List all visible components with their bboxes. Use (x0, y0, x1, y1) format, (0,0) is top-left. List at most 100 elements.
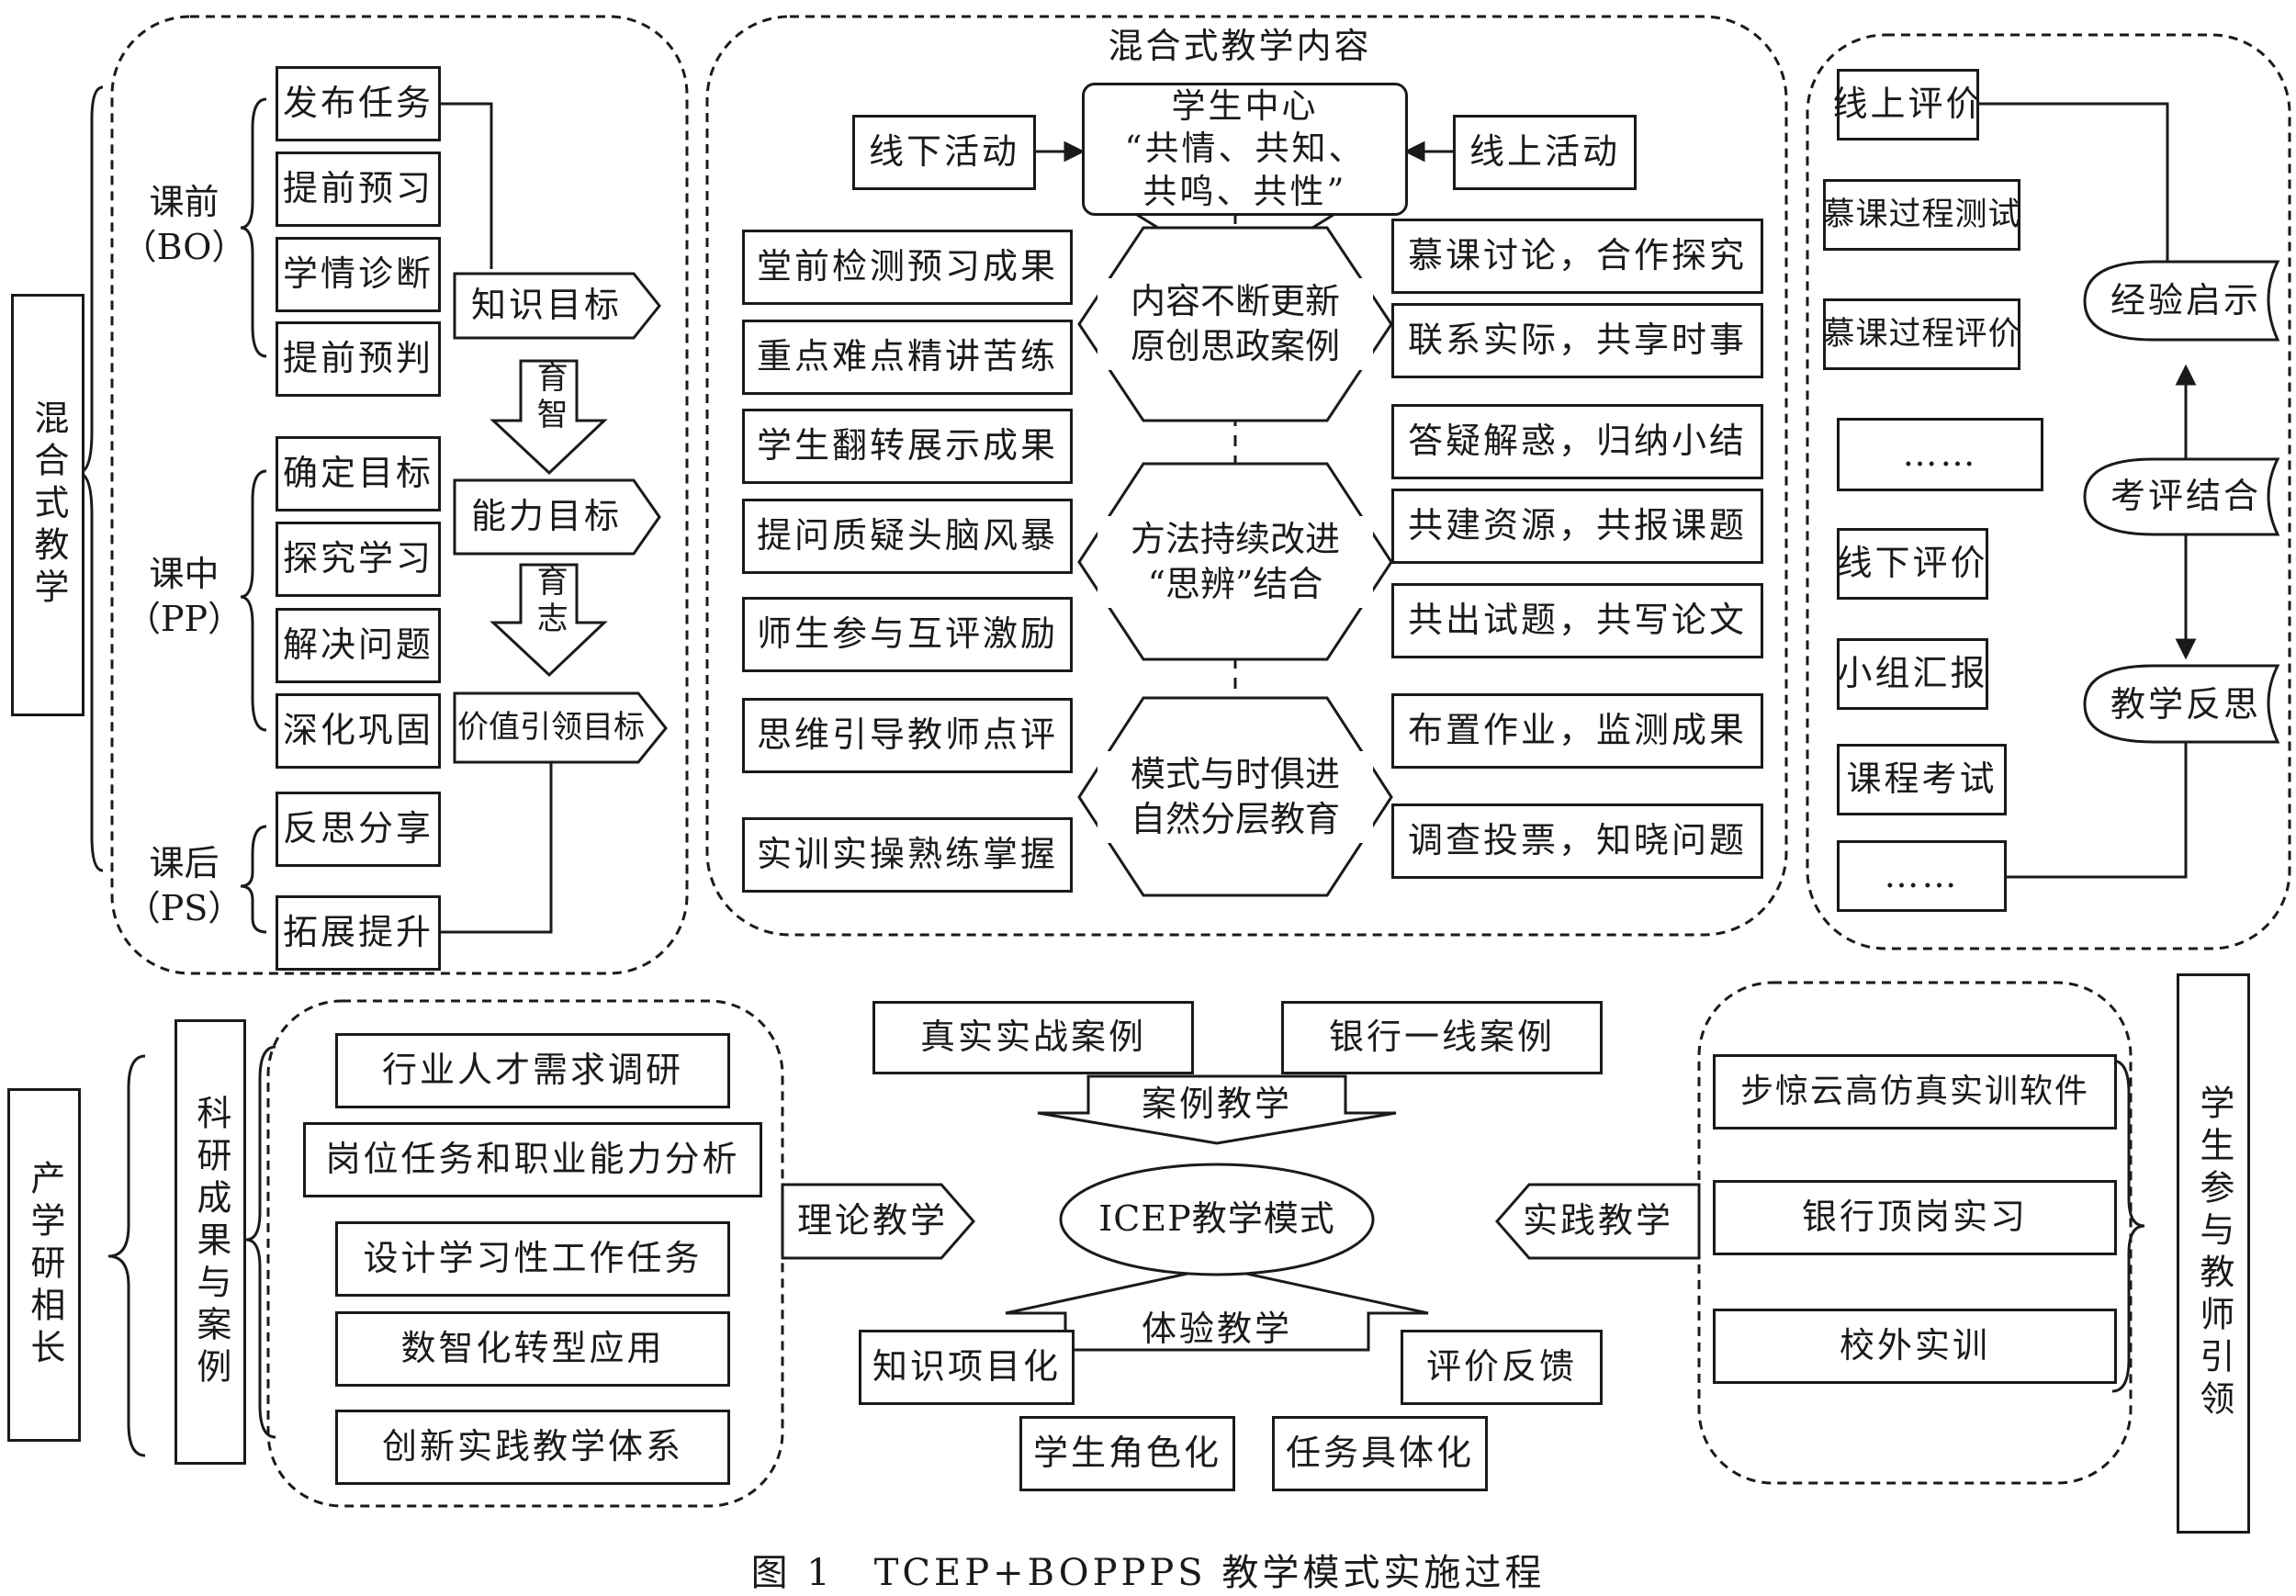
goal-knowledge: 知识目标 (470, 285, 622, 325)
research-side-label: 科研成果与案例 (174, 1019, 246, 1465)
theory-arrow (781, 1183, 975, 1260)
eval-mooc-eval: 慕课过程评价 (1823, 298, 2020, 370)
left-item-7: 实训实操熟练掌握 (742, 817, 1073, 893)
eval-mooc-test: 慕课过程测试 (1823, 179, 2020, 251)
case-bank: 银行一线案例 (1281, 1001, 1603, 1074)
exp-item-feedback: 评价反馈 (1401, 1330, 1603, 1405)
industry-side-label: 产学研相长 (7, 1088, 81, 1442)
pre-item-preview: 提前预习 (276, 152, 441, 227)
arrow1-line2: 原创思政案例 (1130, 326, 1340, 366)
down-arrow-1 (490, 359, 608, 476)
content-group-border (705, 15, 1788, 937)
right-item-4: 共建资源，共报课题 (1391, 489, 1763, 564)
left-item-4: 提问质疑头脑风暴 (742, 499, 1073, 574)
icep-core: ICEP教学模式 (1098, 1198, 1335, 1239)
right-item-5: 共出试题，共写论文 (1391, 583, 1763, 658)
right-item-3: 答疑解惑，归纳小结 (1391, 404, 1763, 479)
eval-group-report: 小组汇报 (1837, 638, 1988, 710)
eval-ellipsis-2: …… (1837, 840, 2007, 912)
left-item-5: 师生参与互评激励 (742, 597, 1073, 672)
down-arrow-2 (490, 563, 608, 678)
line-extend-to-value (439, 762, 553, 934)
in-label-line2: （PP） (125, 599, 243, 639)
industry-item-1: 行业人才需求调研 (335, 1033, 730, 1108)
post-label: 课后 （PS） (125, 836, 243, 937)
in-item-consolidate: 深化巩固 (276, 693, 441, 769)
right-item-6: 布置作业，监测成果 (1391, 693, 1763, 769)
exp-teaching: 体验教学 (1141, 1309, 1292, 1349)
industry-brace (107, 1054, 146, 1457)
practice-teaching: 实践教学 (1522, 1200, 1673, 1241)
post-brace (240, 825, 267, 934)
industry-item-2: 岗位任务和职业能力分析 (303, 1122, 762, 1197)
line-online-eval (1979, 102, 2169, 262)
value-arrow (453, 691, 668, 764)
figure-caption: 图 1 TCEP+BOPPPS 教学模式实施过程 (750, 1552, 1546, 1594)
arrow1-line1: 内容不断更新 (1130, 280, 1340, 321)
case-real: 真实实战案例 (872, 1001, 1194, 1074)
industry-item-5: 创新实践教学体系 (335, 1410, 730, 1485)
practice-brace (2111, 1059, 2145, 1393)
content-title: 混合式教学内容 (1097, 26, 1382, 68)
left-item-3: 学生翻转展示成果 (742, 409, 1073, 484)
icep-ellipse (1059, 1163, 1375, 1276)
pre-brace (240, 97, 267, 358)
eval-group-border (1806, 33, 2291, 950)
practice-item-offsite: 校外实训 (1713, 1309, 2117, 1384)
pre-label-line1: 课前 (149, 181, 219, 222)
pre-label: 课前 （BO） (122, 174, 247, 275)
practice-side-label: 学生参与教师引领 (2177, 973, 2250, 1534)
blended-group-border (110, 15, 689, 975)
right-item-7: 调查投票，知晓问题 (1391, 804, 1763, 879)
eval-reflect: 教学反思 (2110, 684, 2261, 725)
goal-yuzhi2-text: 育志 (531, 565, 568, 638)
industry-item-4: 数智化转型应用 (335, 1311, 730, 1387)
pre-item-diagnosis: 学情诊断 (276, 237, 441, 312)
student-center-box: 学生中心 “共情、共知、 共鸣、共性” (1082, 83, 1408, 216)
exp-item-role: 学生角色化 (1019, 1416, 1235, 1491)
line-publish-to-knowledge (439, 102, 493, 269)
reflect-shape (2083, 664, 2280, 744)
left-item-6: 思维引导教师点评 (742, 698, 1073, 773)
left-item-2: 重点难点精讲苦练 (742, 320, 1073, 395)
student-center-line3: 共鸣、共性” (1142, 171, 1347, 211)
student-center-line1: 学生中心 (1171, 86, 1319, 127)
research-brace (245, 1045, 276, 1439)
online-activity: 线上活动 (1453, 115, 1637, 190)
eval-experience: 经验启示 (2110, 280, 2261, 320)
goal-yuzhi-text: 育智 (531, 361, 568, 434)
eval-combine: 考评结合 (2110, 476, 2261, 516)
theory-teaching: 理论教学 (796, 1200, 948, 1241)
practice-item-software: 步惊云高仿真实训软件 (1713, 1054, 2117, 1130)
post-label-line1: 课后 (149, 842, 219, 883)
eval-offline: 线下评价 (1837, 528, 1988, 600)
case-arrow (1037, 1074, 1397, 1145)
pre-item-predict: 提前预判 (276, 321, 441, 397)
experience-shape (2083, 260, 2280, 342)
exp-item-project: 知识项目化 (859, 1330, 1075, 1405)
exp-item-task: 任务具体化 (1272, 1416, 1488, 1491)
arrow1-text: 内容不断更新 原创思政案例 (1097, 278, 1373, 370)
combine-shape (2083, 457, 2280, 536)
in-item-explore: 探究学习 (276, 522, 441, 597)
blended-side-label: 混合式教学 (11, 294, 84, 716)
case-teaching: 案例教学 (1141, 1084, 1292, 1124)
arrow3-line2: 自然分层教育 (1130, 799, 1340, 839)
in-label: 课中 （PP） (125, 546, 243, 647)
line-offline-eval (1979, 735, 2188, 879)
student-center-line2: “共情、共知、 (1124, 129, 1366, 169)
post-item-extend: 拓展提升 (276, 895, 441, 971)
arrow3-text: 模式与时俱进 自然分层教育 (1097, 751, 1373, 843)
arrow2-line1: 方法持续改进 (1130, 518, 1340, 559)
post-label-line2: （PS） (125, 888, 243, 928)
pre-label-line2: （BO） (121, 227, 247, 267)
goal-value: 价值引领目标 (457, 709, 645, 746)
in-label-line1: 课中 (149, 553, 219, 594)
eval-ellipsis-1: …… (1837, 418, 2043, 491)
right-item-1: 慕课讨论，合作探究 (1391, 219, 1763, 294)
goal-yuzhi2: 育志 (531, 565, 568, 638)
left-item-1: 堂前检测预习成果 (742, 230, 1073, 305)
pre-item-publish: 发布任务 (276, 66, 441, 141)
